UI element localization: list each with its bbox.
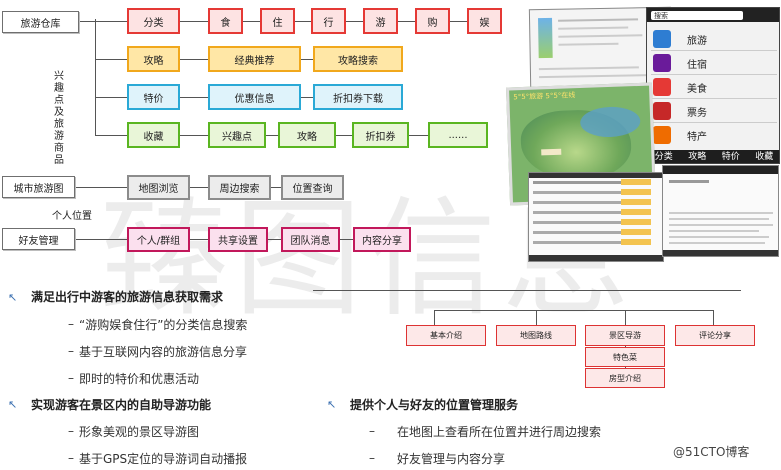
node-tour[interactable]: 游 (363, 8, 398, 34)
node-entertain[interactable]: 娱 (467, 8, 502, 34)
dash-icon: – (369, 451, 375, 465)
phone-menu-item-4[interactable]: 票务 (651, 100, 777, 123)
list-screenshot (528, 172, 664, 262)
tab-favorites[interactable]: 收藏 (755, 152, 774, 162)
node-poi[interactable]: 兴趣点 (208, 122, 266, 148)
node-special-price[interactable]: 特价 (127, 84, 180, 110)
node-discount-info[interactable]: 优惠信息 (208, 84, 301, 110)
bullet-heading-2: 实现游客在景区内的自助导游功能 (31, 398, 212, 412)
node-stay[interactable]: 住 (260, 8, 295, 34)
specialty-icon (653, 126, 671, 144)
bullet-item: 即时的特价和优惠活动 (79, 372, 200, 386)
phone-search-label: 搜索 (654, 12, 668, 20)
vertical-label: 兴趣点及旅游商品 (54, 71, 64, 166)
ticket-icon (653, 102, 671, 120)
phone-search-bar[interactable]: 搜索 (651, 11, 743, 20)
root-travel-warehouse[interactable]: 旅游仓库 (2, 11, 79, 33)
node-category[interactable]: 分类 (127, 8, 180, 34)
node-nearby-search[interactable]: 周边搜索 (208, 175, 271, 200)
phone-menu-item-1[interactable]: 旅游 (651, 28, 777, 51)
dash-icon: – (68, 344, 74, 358)
tab-special[interactable]: 特价 (721, 152, 740, 162)
node-content-share[interactable]: 内容分享 (353, 227, 411, 252)
node-map-route[interactable]: 地图路线 (496, 325, 576, 346)
node-map-browse[interactable]: 地图浏览 (127, 175, 190, 200)
bullet-heading-3: 提供个人与好友的位置管理服务 (350, 398, 519, 412)
bullet-item: “游购娱食住行”的分类信息搜索 (79, 318, 248, 332)
dash-icon: – (68, 424, 74, 438)
map-title: 5°5°旅游 5°5°在线 (513, 91, 576, 102)
dash-icon: – (68, 451, 74, 465)
node-share-settings[interactable]: 共享设置 (208, 227, 268, 252)
node-review-share[interactable]: 评论分享 (675, 325, 755, 346)
detail-screenshot (662, 165, 779, 257)
bullet-arrow-icon: ↖ (8, 291, 18, 304)
phone-menu-item-5[interactable]: 特产 (651, 124, 777, 146)
dash-icon: – (369, 424, 375, 438)
node-location-query[interactable]: 位置查询 (281, 175, 344, 200)
dash-icon: – (68, 371, 74, 385)
root-friend-management[interactable]: 好友管理 (2, 228, 75, 250)
lodging-icon (653, 54, 671, 72)
personal-location-label: 个人位置 (52, 211, 92, 222)
phone-menu-item-2[interactable]: 住宿 (651, 52, 777, 75)
bullet-heading-1: 满足出行中游客的旅游信息获取需求 (31, 290, 224, 304)
bullet-item: 基于互联网内容的旅游信息分享 (79, 345, 248, 359)
phone-menu-label: 住宿 (687, 60, 707, 71)
node-favorites[interactable]: 收藏 (127, 122, 180, 148)
credit-label: @51CTO博客 (673, 445, 750, 459)
bullet-item: 好友管理与内容分享 (397, 452, 506, 466)
node-room-type[interactable]: 房型介绍 (585, 368, 665, 388)
tourism-icon (653, 30, 671, 48)
tab-category[interactable]: 分类 (654, 152, 673, 162)
node-food[interactable]: 食 (208, 8, 243, 34)
node-fav-coupon[interactable]: 折扣券 (352, 122, 409, 148)
bullet-item: 形象美观的景区导游图 (79, 425, 200, 439)
node-more[interactable]: ...... (428, 122, 488, 148)
phone-menu-label: 美食 (687, 84, 707, 95)
node-strategy[interactable]: 攻略 (127, 46, 180, 72)
node-shop[interactable]: 购 (415, 8, 450, 34)
tab-strategy[interactable]: 攻略 (688, 152, 707, 162)
node-specialty-dish[interactable]: 特色菜 (585, 347, 665, 367)
phone-menu-label: 票务 (687, 108, 707, 119)
bullet-arrow-icon: ↖ (8, 398, 18, 411)
bullet-arrow-icon: ↖ (327, 398, 337, 411)
phone-menu-screenshot: 搜索 旅游 住宿 美食 票务 特产 分类 攻略 特价 收藏 (646, 7, 780, 164)
node-classic-recommend[interactable]: 经典推荐 (208, 46, 301, 72)
node-fav-strategy[interactable]: 攻略 (278, 122, 336, 148)
node-basic-intro[interactable]: 基本介绍 (406, 325, 486, 346)
node-strategy-search[interactable]: 攻略搜索 (313, 46, 403, 72)
node-personal-group[interactable]: 个人/群组 (127, 227, 190, 252)
phone-menu-label: 特产 (687, 132, 707, 143)
node-scenic-guide[interactable]: 景区导游 (585, 325, 665, 346)
food-icon (653, 78, 671, 96)
phone-tab-bar: 分类 攻略 特价 收藏 (647, 150, 779, 163)
node-coupon-download[interactable]: 折扣券下载 (313, 84, 403, 110)
node-travel[interactable]: 行 (311, 8, 346, 34)
node-team-message[interactable]: 团队消息 (281, 227, 340, 252)
root-city-map[interactable]: 城市旅游图 (2, 176, 75, 198)
bullet-item: 在地图上查看所在位置并进行周边搜索 (397, 425, 602, 439)
bullet-item: 基于GPS定位的导游词自动播报 (79, 452, 248, 466)
phone-menu-item-3[interactable]: 美食 (651, 76, 777, 99)
dash-icon: – (68, 317, 74, 331)
phone-menu-label: 旅游 (687, 36, 707, 47)
